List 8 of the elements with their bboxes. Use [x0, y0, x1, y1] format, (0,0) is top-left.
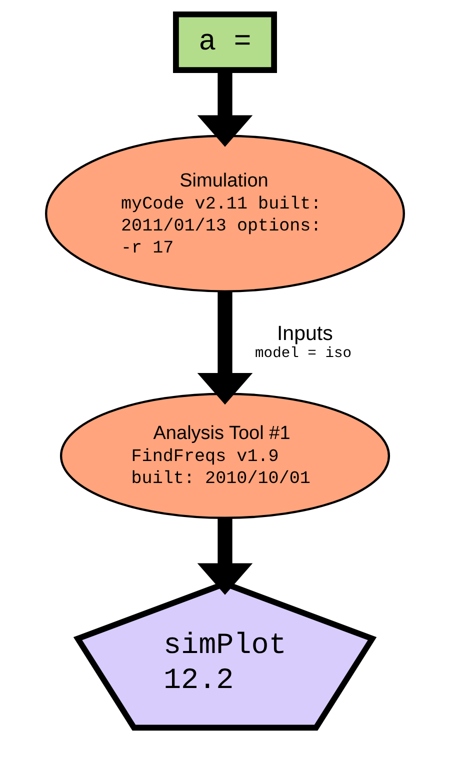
edge-label: Inputs: [276, 322, 332, 345]
arrow: [196, 70, 252, 147]
node-box: a =: [172, 11, 276, 73]
node-ellipse: Analysis Tool #1 FindFreqs v1.9 built: 2010/10/01: [59, 392, 390, 519]
arrow: [196, 291, 252, 405]
arrow: [196, 518, 252, 595]
edge-label: model = iso: [254, 346, 352, 362]
node-ellipse: Simulation myCode v2.11 built: 2011/01/13 options: -r 17: [44, 134, 404, 292]
